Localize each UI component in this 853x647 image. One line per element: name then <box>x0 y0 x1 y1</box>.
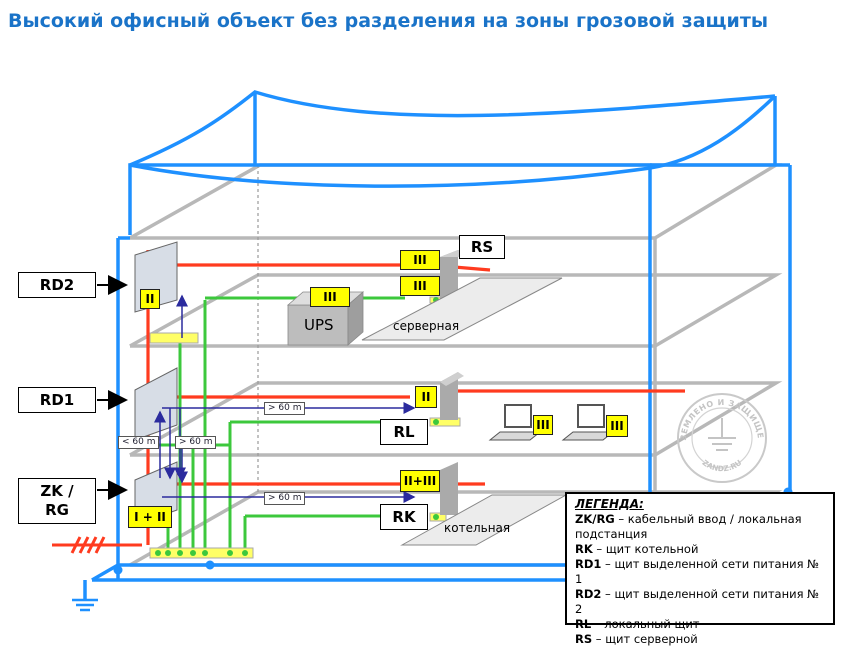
legend-item-text: – локальный щит <box>591 617 700 631</box>
legend-item-text: подстанция <box>575 527 648 541</box>
label-rs: RS <box>459 235 505 259</box>
legend-item-code: RD2 <box>575 587 602 601</box>
label-rk: RK <box>380 504 428 530</box>
workstation-2 <box>561 404 615 441</box>
svg-text:ZANDZ.RU: ZANDZ.RU <box>701 458 744 473</box>
badge-pc1: III <box>533 415 553 435</box>
distance-lt60: < 60 m <box>118 436 160 449</box>
legend-item-text: – щит выделенной сети питания № 2 <box>575 587 820 616</box>
badge-zk: I + II <box>128 506 172 528</box>
legend-box: ЛЕГЕНДА: ZK/RG – кабельный ввод / локаль… <box>565 492 835 646</box>
workstation-1 <box>488 404 542 441</box>
legend-item-text: – щит выделенной сети питания № 1 <box>575 557 820 586</box>
page-title: Высокий офисный объект без разделения на… <box>8 10 769 32</box>
legend-item-code: RK <box>575 542 593 556</box>
legend-item: RD1 – щит выделенной сети питания № 1 <box>575 557 825 587</box>
badge-pc2: III <box>606 415 628 437</box>
legend-item-text: – щит котельной <box>592 542 699 556</box>
callout-arrows <box>97 275 128 500</box>
legend-item-text: – кабельный ввод / локальная <box>614 512 802 526</box>
panel-rd1eq-box <box>440 372 464 420</box>
legend-item: RL – локальный щит <box>575 617 825 632</box>
legend-item-code: RD1 <box>575 557 602 571</box>
label-ups: UPS <box>304 316 334 334</box>
stamp-site: ZANDZ.RU <box>701 458 744 473</box>
legend-item-text: – щит серверной <box>592 632 698 646</box>
badge-rd1-eq: II <box>415 386 437 408</box>
earthing-bar-nodes <box>155 297 439 556</box>
label-rl: RL <box>380 419 428 445</box>
room-server-label: серверная <box>393 319 460 333</box>
ground-symbol <box>72 598 98 612</box>
legend-item: RS – щит серверной <box>575 632 825 647</box>
legend-item: RD2 – щит выделенной сети питания № 2 <box>575 587 825 617</box>
earthing-bars <box>149 296 461 559</box>
callout-zkrg-line2: RG <box>45 501 69 519</box>
callout-zkrg: ZK / RG <box>18 478 96 524</box>
badge-rs-bottom: III <box>400 276 440 296</box>
incoming-cable <box>52 536 142 554</box>
legend-item: RK – щит котельной <box>575 542 825 557</box>
distance-rk-rd: > 60 m <box>264 492 306 505</box>
callout-rd1: RD1 <box>18 387 96 413</box>
server-room-pad <box>361 277 563 341</box>
distance-gt60-mid: > 60 m <box>175 436 217 449</box>
callout-zkrg-line1: ZK / <box>40 482 74 500</box>
badge-rd2: II <box>140 289 160 309</box>
legend-item-code: RL <box>575 617 592 631</box>
legend-item-code: ZK/RG <box>575 512 615 526</box>
distance-rd1-rl: > 60 m <box>264 402 306 415</box>
panel-rd1-plate <box>134 367 178 441</box>
badge-rk: II+III <box>400 470 440 492</box>
legend-item-code: RS <box>575 632 593 646</box>
panel-rk-box <box>440 462 458 515</box>
legend-heading: ЛЕГЕНДА: <box>575 497 644 511</box>
badge-ups: III <box>310 287 350 307</box>
protection-stamp: ЗАЗЕМЛЕНО И ЗАЩИЩЕНО ZANDZ.RU <box>672 386 767 483</box>
legend-item: подстанция <box>575 527 825 542</box>
callout-rd2: RD2 <box>18 272 96 298</box>
room-boiler-label: котельная <box>444 521 511 535</box>
badge-rs-top: III <box>400 250 440 270</box>
legend-item: ZK/RG – кабельный ввод / локальная <box>575 512 825 527</box>
